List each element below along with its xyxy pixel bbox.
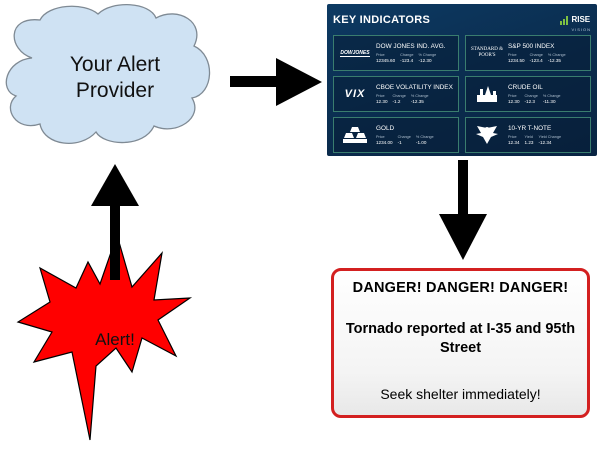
standard-and-poors-logo: STANDARD & POOR'S: [471, 47, 503, 58]
field-value: -12.35: [547, 57, 561, 63]
gold-bars-icon: [338, 125, 372, 145]
field-value: -11.30: [542, 98, 556, 104]
alert-heading: DANGER! DANGER! DANGER!: [352, 280, 569, 296]
danger-alert-box: DANGER! DANGER! DANGER! Tornado reported…: [331, 268, 590, 418]
field-value: 1234.00: [376, 139, 393, 145]
alert-trigger-label: Alert!: [95, 330, 135, 349]
field-value: -123.4: [400, 57, 414, 63]
field-value: -1.00: [415, 139, 427, 145]
dow-jones-logo: DOWJONES: [340, 49, 370, 57]
arrow-dashboard-to-alert: [439, 160, 487, 260]
brand-name: RISE: [571, 14, 591, 24]
field-value: -123.4: [529, 57, 543, 63]
alert-message: Tornado reported at I-35 and 95th Street: [345, 321, 576, 356]
alert-action-text: Seek shelter immediately!: [380, 386, 541, 402]
cloud-shape: [5, 3, 211, 144]
indicator-name: CRUDE OIL: [508, 83, 543, 91]
arrow-provider-to-dashboard: [230, 58, 322, 106]
dashboard-header: KEY INDICATORS RISE VISION: [333, 9, 591, 32]
indicator-name: S&P 500 INDEX: [508, 42, 555, 50]
field-value: 12.30: [508, 98, 520, 104]
field-label: Yield Change: [538, 134, 562, 139]
field-label: Change: [529, 52, 543, 57]
field-value: -1.2: [392, 98, 401, 104]
indicator-name: CBOE VOLATILITY INDEX: [376, 83, 453, 91]
field-label: Price: [376, 52, 385, 57]
indicator-name: GOLD: [376, 124, 395, 132]
field-label: Price: [376, 93, 385, 98]
field-label: Change: [397, 134, 411, 139]
field-label: Change: [400, 52, 414, 57]
rise-logo-icon: [560, 15, 569, 25]
field-value: 12.30: [376, 98, 388, 104]
field-label: % Change: [418, 52, 437, 57]
field-label: % Change: [542, 93, 561, 98]
alert-starburst-shape: [16, 233, 193, 441]
field-label: Change: [392, 93, 406, 98]
brand-sub: VISION: [571, 26, 591, 32]
arrow-alert-to-provider: [91, 164, 139, 280]
key-indicators-dashboard: KEY INDICATORS RISE VISION DOWJONES DOW …: [327, 4, 597, 156]
indicator-name: DOW JONES IND. AVG.: [376, 42, 446, 50]
indicator-name: 10-YR T-NOTE: [508, 124, 552, 132]
field-label: Price: [508, 93, 517, 98]
field-label: Change: [524, 93, 538, 98]
field-value: 12345.60: [376, 57, 396, 63]
field-label: % Change: [415, 134, 434, 139]
vix-logo: VIX: [344, 88, 366, 100]
field-label: Price: [508, 52, 517, 57]
treasury-eagle-icon: [470, 125, 504, 145]
dashboard-title: KEY INDICATORS: [333, 14, 431, 26]
field-value: -1: [397, 139, 402, 145]
field-label: Price: [376, 134, 385, 139]
field-value: 12.34: [508, 139, 520, 145]
provider-label: Your Alert Provider: [69, 53, 161, 102]
field-label: % Change: [547, 52, 566, 57]
field-value: -12.30: [418, 57, 432, 63]
field-value: -12.34: [538, 139, 552, 145]
field-label: Price: [508, 134, 517, 139]
field-label: Yield: [524, 134, 533, 139]
field-value: 1.23: [524, 139, 534, 145]
rise-vision-logo: RISE VISION: [560, 9, 591, 32]
field-value: 1234.50: [508, 57, 525, 63]
field-value: -12.35: [410, 98, 424, 104]
oil-derrick-icon: [470, 84, 504, 104]
field-label: % Change: [410, 93, 429, 98]
field-value: -12.3: [524, 98, 535, 104]
